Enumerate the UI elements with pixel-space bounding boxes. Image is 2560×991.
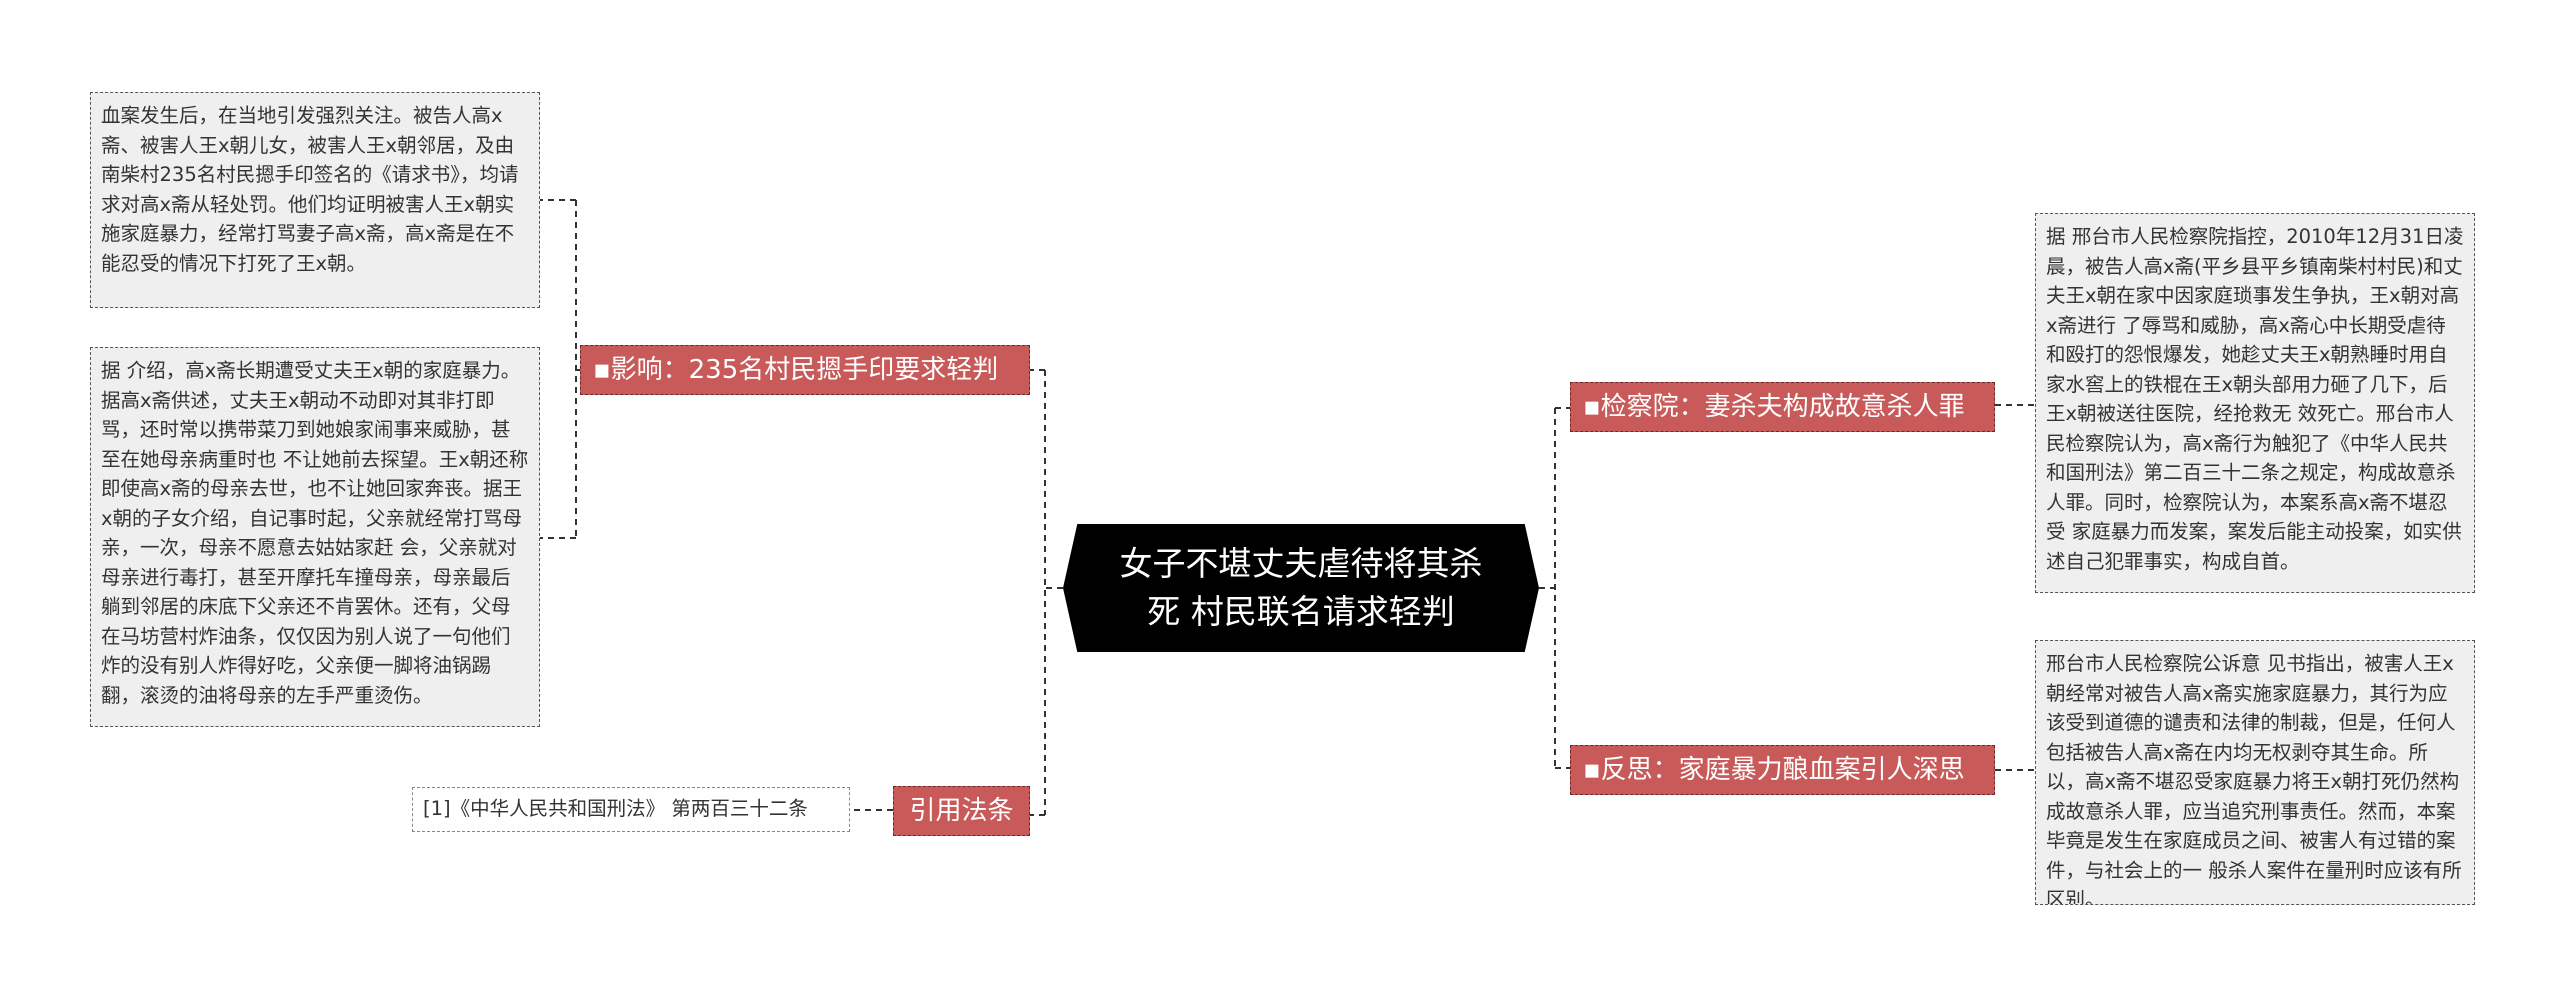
branch-influence[interactable]: ▪影响：235名村民摁手印要求轻判 [580, 345, 1030, 395]
note-influence-1-text: 血案发生后，在当地引发强烈关注。被告人高x斋、被害人王x朝儿女，被害人王x朝邻居… [101, 104, 519, 275]
note-procuratorate-text: 据 邢台市人民检察院指控，2010年12月31日凌晨，被告人高x斋(平乡县平乡镇… [2046, 225, 2464, 573]
note-influence-2: 据 介绍，高x斋长期遭受丈夫王x朝的家庭暴力。据高x斋供述，丈夫王x朝动不动即对… [90, 347, 540, 727]
law-reference-text: [1]《中华人民共和国刑法》 第两百三十二条 [423, 797, 808, 820]
law-reference[interactable]: [1]《中华人民共和国刑法》 第两百三十二条 [412, 787, 850, 832]
branch-law-label: 引用法条 [909, 796, 1014, 826]
branch-procuratorate[interactable]: ▪检察院：妻杀夫构成故意杀人罪 [1570, 382, 1995, 432]
branch-procuratorate-label: ▪检察院：妻杀夫构成故意杀人罪 [1583, 392, 1965, 422]
root-title: 女子不堪丈夫虐待将其杀死 村民联名请求轻判 [1119, 544, 1483, 631]
branch-reflection-label: ▪反思：家庭暴力酿血案引人深思 [1583, 755, 1965, 785]
note-influence-2-text: 据 介绍，高x斋长期遭受丈夫王x朝的家庭暴力。据高x斋供述，丈夫王x朝动不动即对… [101, 359, 529, 707]
note-influence-1: 血案发生后，在当地引发强烈关注。被告人高x斋、被害人王x朝儿女，被害人王x朝邻居… [90, 92, 540, 308]
note-procuratorate: 据 邢台市人民检察院指控，2010年12月31日凌晨，被告人高x斋(平乡县平乡镇… [2035, 213, 2475, 593]
branch-law[interactable]: 引用法条 [893, 786, 1030, 836]
branch-reflection[interactable]: ▪反思：家庭暴力酿血案引人深思 [1570, 745, 1995, 795]
note-reflection-text: 邢台市人民检察院公诉意 见书指出，被害人王x朝经常对被告人高x斋实施家庭暴力，其… [2046, 652, 2462, 905]
branch-influence-label: ▪影响：235名村民摁手印要求轻判 [593, 355, 999, 385]
note-reflection: 邢台市人民检察院公诉意 见书指出，被害人王x朝经常对被告人高x斋实施家庭暴力，其… [2035, 640, 2475, 905]
root-topic[interactable]: 女子不堪丈夫虐待将其杀死 村民联名请求轻判 [1063, 524, 1539, 652]
